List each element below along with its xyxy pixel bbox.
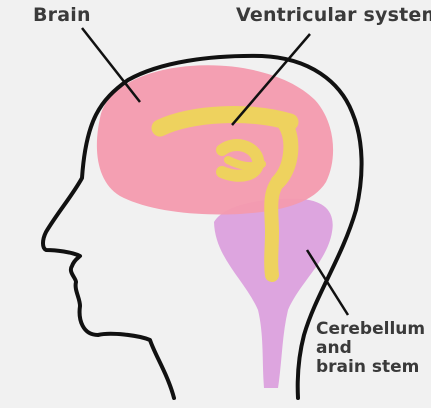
cerebellum-label-line-3: brain stem xyxy=(316,358,425,377)
cerebellum-brainstem-label: Cerebellum and brain stem xyxy=(316,320,425,377)
brain-pointer-line xyxy=(82,28,140,102)
brain-label: Brain xyxy=(33,4,91,26)
ventricular-system-label: Ventricular system xyxy=(236,4,431,26)
cerebellum-label-line-2: and xyxy=(316,339,425,358)
cerebellum-label-line-1: Cerebellum xyxy=(316,320,425,339)
